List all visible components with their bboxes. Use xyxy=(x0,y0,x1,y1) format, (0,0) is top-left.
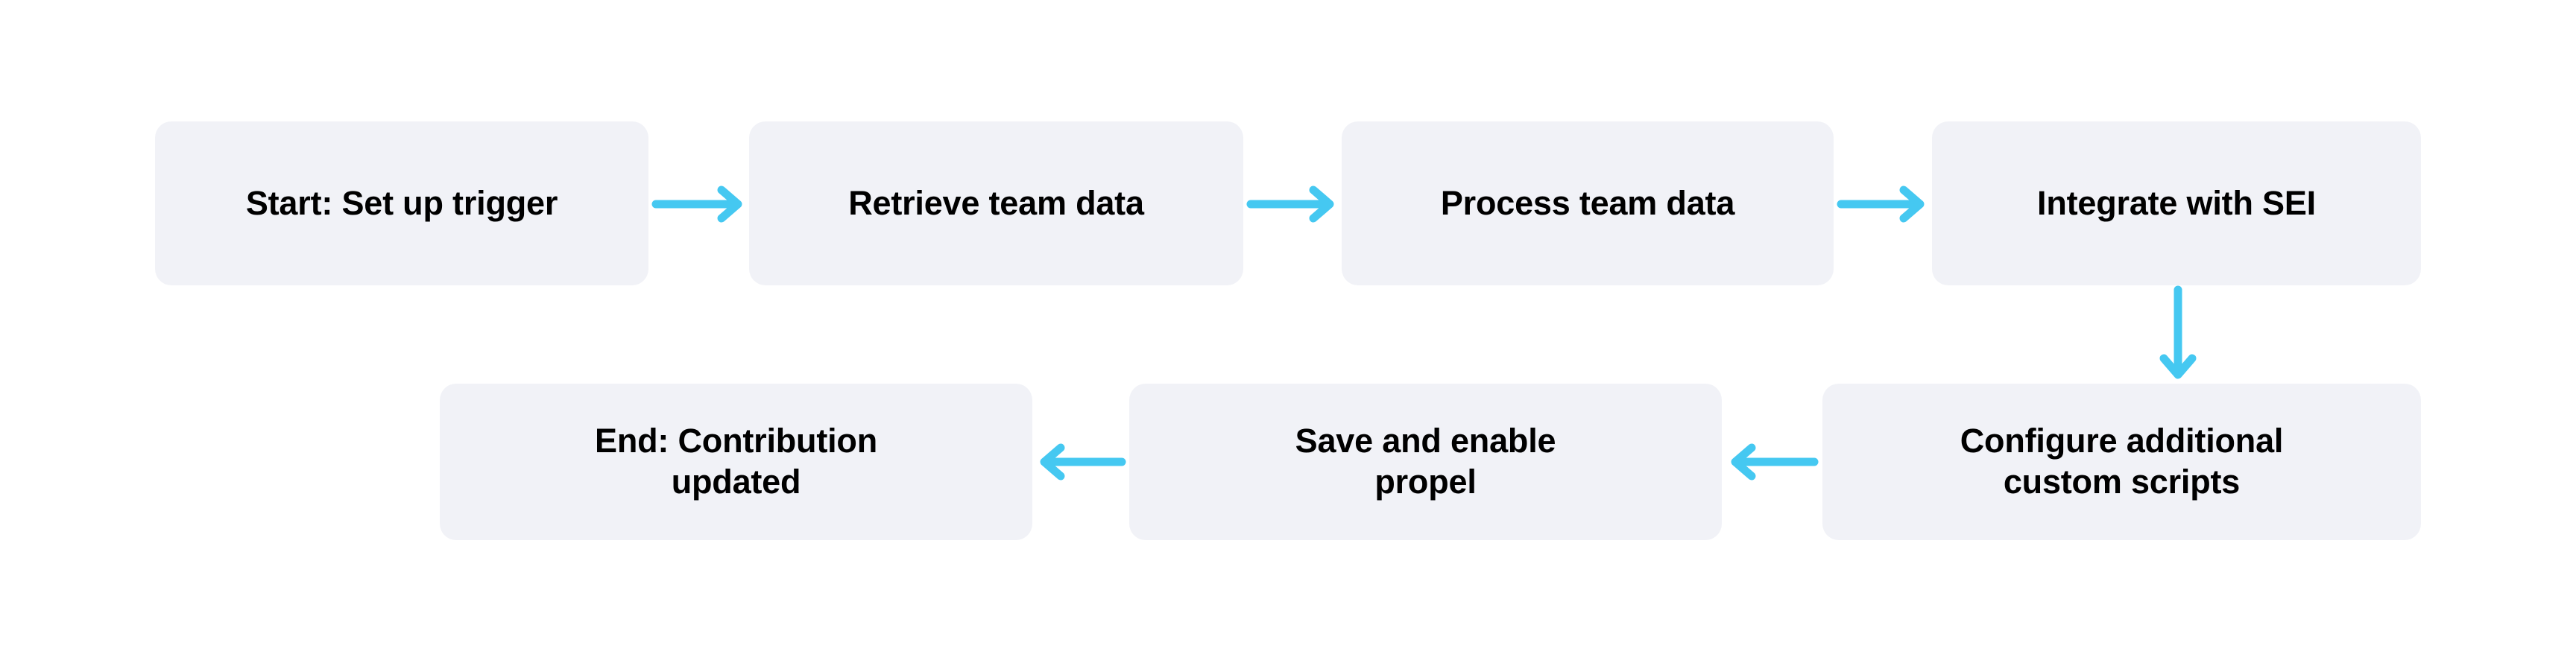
flow-node-end-contribution-updated[interactable]: End: Contribution updated xyxy=(440,384,1032,540)
flow-node-integrate-with-sei[interactable]: Integrate with SEI xyxy=(1932,121,2421,285)
arrow-down-icon xyxy=(2159,285,2197,382)
arrow-left-icon xyxy=(1728,443,1819,481)
flow-node-process-team-data[interactable]: Process team data xyxy=(1342,121,1834,285)
flow-node-start-label: Start: Set up trigger xyxy=(245,183,558,222)
flow-node-integrate-with-sei-label: Integrate with SEI xyxy=(2037,183,2316,222)
flow-node-process-team-data-label: Process team data xyxy=(1440,183,1735,222)
arrow-right-icon xyxy=(1246,185,1337,223)
flow-node-configure-custom-scripts[interactable]: Configure additional custom scripts xyxy=(1822,384,2421,540)
arrow-right-icon xyxy=(1837,185,1928,223)
arrow-right-icon xyxy=(651,185,745,223)
flow-node-configure-custom-scripts-label: Configure additional custom scripts xyxy=(1960,422,2284,501)
arrow-left-icon xyxy=(1037,443,1126,481)
flow-node-start[interactable]: Start: Set up trigger xyxy=(155,121,648,285)
flow-node-retrieve-team-data[interactable]: Retrieve team data xyxy=(749,121,1243,285)
flow-node-end-contribution-updated-label: End: Contribution updated xyxy=(595,422,877,501)
flow-node-save-and-enable-propel-label: Save and enable propel xyxy=(1295,422,1556,501)
flow-node-retrieve-team-data-label: Retrieve team data xyxy=(848,183,1144,222)
flow-node-save-and-enable-propel[interactable]: Save and enable propel xyxy=(1129,384,1722,540)
